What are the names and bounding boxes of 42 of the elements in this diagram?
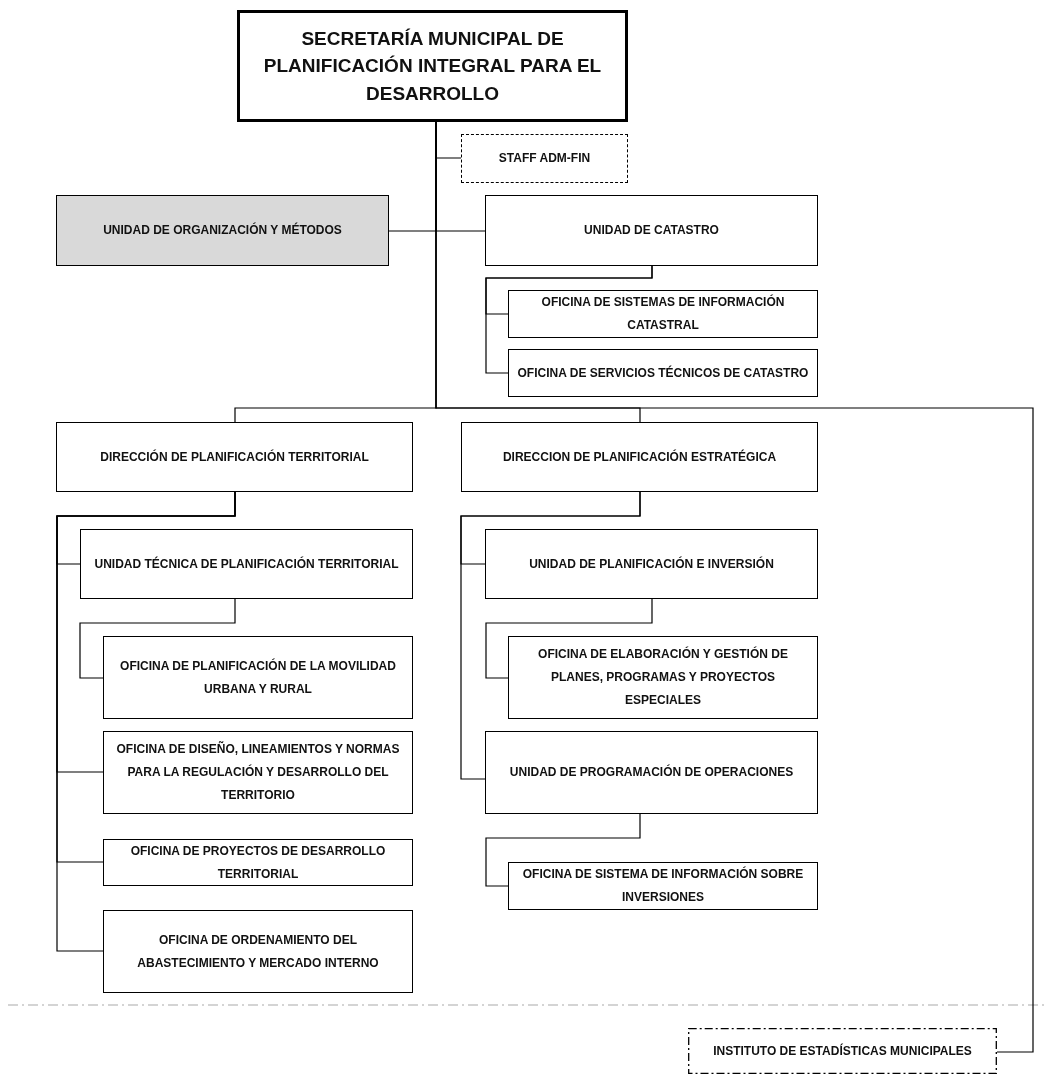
org-unit-box bbox=[103, 839, 413, 886]
unit-name: UNIDAD DE CATASTRO bbox=[584, 222, 719, 240]
unit-name: OFICINA DE SISTEMA DE INFORMACIÓN SOBRE INVERSIONES bbox=[521, 865, 805, 906]
unit-name: DIRECCIÓN DE PLANIFICACIÓN TERRITORIAL bbox=[100, 448, 369, 466]
unit-name: OFICINA DE ORDENAMIENTO DEL ABASTECIMIENTO Y MERCADO INTERNO bbox=[136, 931, 380, 972]
unit-name: UNIDAD TÉCNICA DE PLANIFICACIÓN TERRITORIAL bbox=[94, 555, 399, 573]
unit-name: OFICINA DE DISEÑO, LINEAMIENTOS Y NORMAS PARA LA REGULACIÓN Y DESARROLLO DEL TERRITORIO bbox=[115, 740, 401, 804]
org-unit-box bbox=[508, 862, 818, 910]
org-unit-box bbox=[508, 349, 818, 397]
connector-line bbox=[79, 598, 236, 679]
org-unit-box bbox=[80, 529, 413, 599]
org-unit-box bbox=[485, 529, 818, 599]
connector-line bbox=[460, 491, 641, 780]
org-unit-box bbox=[688, 1028, 997, 1074]
unit-name: OFICINA DE ELABORACIÓN Y GESTIÓN DE PLANES, PROGRAMAS Y PROYECTOS ESPECIALES bbox=[537, 645, 789, 709]
unit-name: STAFF ADM-FIN bbox=[498, 150, 591, 168]
connector-line bbox=[485, 598, 653, 679]
org-unit-box bbox=[56, 422, 413, 492]
connector-line bbox=[485, 813, 641, 887]
unit-name: UNIDAD DE PLANIFICACIÓN E INVERSIÓN bbox=[529, 555, 774, 573]
org-unit-box bbox=[56, 195, 389, 266]
title-box bbox=[237, 10, 628, 122]
org-unit-box bbox=[461, 422, 818, 492]
unit-name: DIRECCION DE PLANIFICACIÓN ESTRATÉGICA bbox=[502, 448, 777, 466]
unit-name: OFICINA DE SERVICIOS TÉCNICOS DE CATASTRO bbox=[517, 364, 809, 382]
org-unit-box bbox=[508, 636, 818, 719]
unit-name: OFICINA DE PROYECTOS DE DESARROLLO TERRITORIAL bbox=[129, 842, 387, 883]
org-unit-box bbox=[485, 731, 818, 814]
unit-name: UNIDAD DE PROGRAMACIÓN DE OPERACIONES bbox=[509, 763, 794, 782]
unit-name: INSTITUTO DE ESTADÍSTICAS MUNICIPALES bbox=[713, 1042, 972, 1060]
unit-name: SECRETARÍA MUNICIPAL DE PLANIFICACIÓN INTEGRAL PARA EL DESARROLLO bbox=[262, 26, 603, 106]
org-unit-box bbox=[103, 731, 413, 814]
unit-name: OFICINA DE SISTEMAS DE INFORMACIÓN CATASTRAL bbox=[540, 293, 786, 334]
org-unit-box bbox=[461, 134, 628, 183]
unit-name: OFICINA DE PLANIFICACIÓN DE LA MOVILIDAD URBANA Y RURAL bbox=[119, 657, 397, 698]
org-unit-box bbox=[508, 290, 818, 338]
connector-line bbox=[485, 265, 653, 374]
connector-line bbox=[56, 491, 236, 952]
unit-name: UNIDAD DE ORGANIZACIÓN Y MÉTODOS bbox=[103, 221, 342, 240]
org-unit-box bbox=[485, 195, 818, 266]
org-unit-box bbox=[103, 910, 413, 993]
org-unit-box bbox=[103, 636, 413, 719]
